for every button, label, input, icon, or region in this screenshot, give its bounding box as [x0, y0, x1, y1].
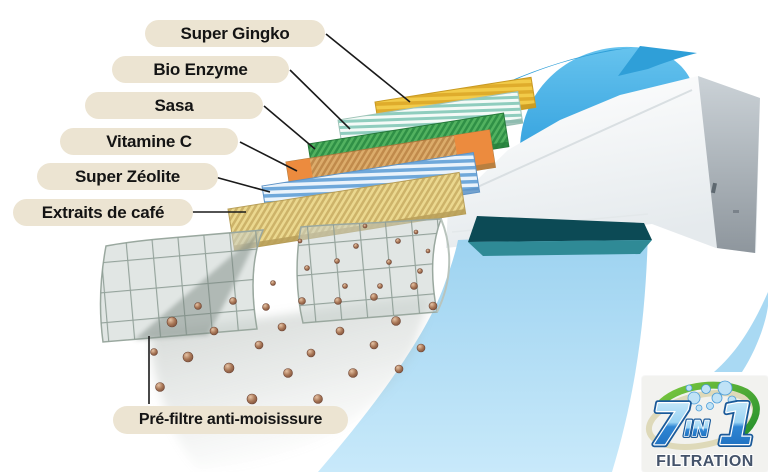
- dust-particle: [353, 243, 359, 249]
- dust-particle: [370, 293, 378, 301]
- seven-in-one-logo-art: 7 1 IN 7 1 IN FILTRATION: [645, 380, 760, 471]
- airflow-stream: [318, 232, 648, 472]
- dust-particle: [362, 223, 368, 229]
- dust-particle: [304, 265, 310, 271]
- dust-particle: [410, 282, 418, 290]
- dust-particle: [369, 340, 379, 350]
- label-super-zeolite-text: Super Zéolite: [74, 166, 181, 186]
- dust-particle: [335, 326, 345, 336]
- label-bio-enzyme: Bio Enzyme: [112, 56, 289, 83]
- dust-particle: [394, 364, 404, 374]
- label-super-gingko: Super Gingko: [145, 20, 325, 47]
- ac-outlet-vent: [468, 216, 652, 256]
- label-vitamine-c: Vitamine C: [60, 128, 238, 155]
- dust-particle: [413, 229, 419, 235]
- dust-particle: [416, 343, 426, 353]
- label-vitamine-c-text: Vitamine C: [106, 131, 192, 151]
- logo-one: 1: [718, 393, 757, 458]
- dust-particle: [254, 340, 264, 350]
- line-super-gingko: [325, 33, 411, 103]
- dust-particle: [166, 316, 178, 328]
- ac-unit: [446, 76, 760, 253]
- dust-particle: [348, 368, 358, 378]
- line-vitamine-c: [239, 141, 298, 172]
- ac-side-panel: [698, 76, 760, 253]
- dust-particle: [209, 326, 219, 336]
- line-bio-enzyme: [289, 69, 351, 130]
- logo-one-outline: 1: [718, 393, 757, 458]
- label-sasa-text: Sasa: [154, 95, 194, 115]
- dust-particle: [425, 248, 431, 254]
- mesh-prefilter: [99, 218, 451, 343]
- mesh-shadow-wedge: [134, 232, 259, 340]
- label-extraits-cafe-text: Extraits de café: [41, 202, 165, 222]
- dust-particle: [306, 348, 316, 358]
- label-lines: [148, 33, 411, 404]
- line-super-zeolite: [214, 176, 271, 193]
- dust-particle: [391, 316, 401, 326]
- dust-particle: [334, 297, 342, 305]
- dust-particle: [313, 394, 323, 404]
- dust-particle: [246, 393, 258, 405]
- label-bio-enzyme-text: Bio Enzyme: [153, 59, 248, 79]
- label-pre-filtre: Pré-filtre anti-moisissure: [113, 406, 348, 434]
- dust-particle: [270, 280, 276, 286]
- logo-in-outline: IN: [684, 417, 710, 441]
- dust-particle: [229, 297, 237, 305]
- dust-particle: [150, 348, 158, 356]
- dust-particle: [395, 238, 401, 244]
- airflow-stream-right: [714, 292, 768, 372]
- logo-bubbles-icon: [685, 380, 737, 412]
- dust-particle: [262, 303, 270, 311]
- dust-particle: [377, 283, 383, 289]
- label-pre-filtre-text: Pré-filtre anti-moisissure: [138, 411, 323, 428]
- dust-particle: [155, 382, 165, 392]
- dust-particle: [182, 351, 194, 363]
- dust-particle: [334, 258, 340, 264]
- dust-particle: [298, 297, 306, 305]
- dust-particle: [283, 368, 293, 378]
- dust-particle: [428, 301, 438, 311]
- logo-seven-outline: 7: [650, 393, 689, 458]
- logo-caption: FILTRATION: [656, 453, 754, 470]
- filter-layers: [227, 76, 537, 252]
- label-super-zeolite: Super Zéolite: [37, 163, 218, 190]
- logo-in: IN: [684, 417, 710, 441]
- dust-particle: [386, 259, 392, 265]
- dust-particles: [150, 223, 438, 423]
- dust-particle: [297, 238, 303, 244]
- dust-particle: [417, 268, 423, 274]
- dust-particle: [277, 322, 287, 332]
- label-sasa: Sasa: [85, 92, 263, 119]
- ac-body: [446, 76, 760, 253]
- dust-particle: [223, 362, 235, 374]
- line-sasa: [263, 105, 316, 150]
- dust-particle: [194, 302, 202, 310]
- seven-in-one-logo: 7 1 IN 7 1 IN FILTRATION: [642, 376, 768, 472]
- logo-swoosh-green: [658, 381, 760, 446]
- label-extraits-cafe: Extraits de café: [13, 199, 193, 226]
- logo-seven: 7: [650, 393, 689, 458]
- dust-particle: [342, 283, 348, 289]
- label-super-gingko-text: Super Gingko: [180, 23, 290, 43]
